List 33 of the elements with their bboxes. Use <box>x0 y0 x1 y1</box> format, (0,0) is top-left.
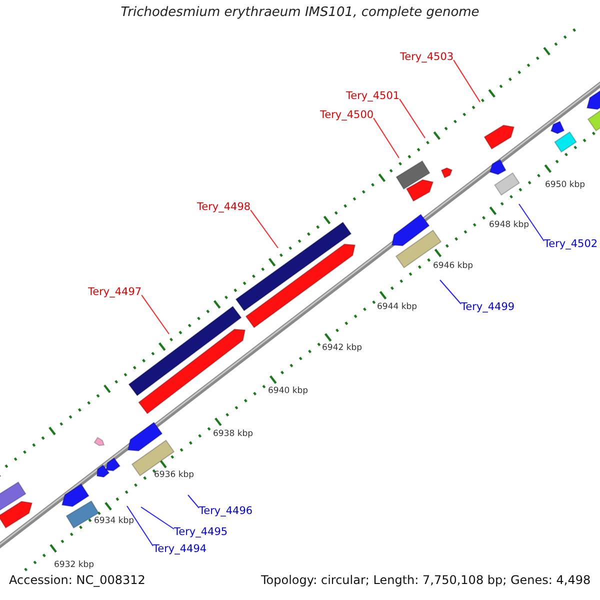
gene-label: Tery_4499 <box>461 301 515 314</box>
title: Trichodesmium erythraeum IMS101, complete genome <box>120 6 480 21</box>
leader-line <box>188 494 200 508</box>
genome-info-text: Topology: circular; Length: 7,750,108 bp; Genes: 4,498 <box>261 574 591 588</box>
leader-line <box>126 506 154 546</box>
gene-label: Tery_4500 <box>320 109 374 122</box>
scale-label: 6942 kbp <box>322 344 362 354</box>
scale-label: 6932 kbp <box>54 561 94 571</box>
scale-label: 6944 kbp <box>377 303 418 313</box>
gene-label: Tery_4501 <box>346 90 400 102</box>
scale-label: 6950 kbp <box>545 181 586 191</box>
gene-label: Tery_4502 <box>544 238 598 250</box>
leader-line <box>518 204 544 242</box>
gene-label: Tery_4496 <box>199 505 253 518</box>
scale-label: 6946 kbp <box>433 262 474 272</box>
scale-label: 6940 kbp <box>268 387 308 397</box>
gene-label: Tery_4503 <box>400 51 454 64</box>
scale-label: 6948 kbp <box>489 221 530 231</box>
gene-label: Tery_4497 <box>88 286 142 298</box>
leader-line <box>250 210 278 248</box>
gene-label: Tery_4498 <box>197 201 251 214</box>
gene-label: Tery_4494 <box>153 543 207 556</box>
leader-line <box>141 294 170 334</box>
scale-label: 6934 kbp <box>94 517 134 527</box>
scale-label: 6936 kbp <box>154 471 194 481</box>
scale-label: 6938 kbp <box>213 430 254 440</box>
leader-line <box>140 506 174 530</box>
gene-label: Tery_4495 <box>174 526 228 538</box>
leader-line <box>399 98 426 138</box>
leader-line <box>373 118 400 158</box>
leader-line <box>440 280 462 304</box>
leader-line <box>453 60 480 102</box>
accession-text: Accession: NC_008312 <box>9 574 146 588</box>
